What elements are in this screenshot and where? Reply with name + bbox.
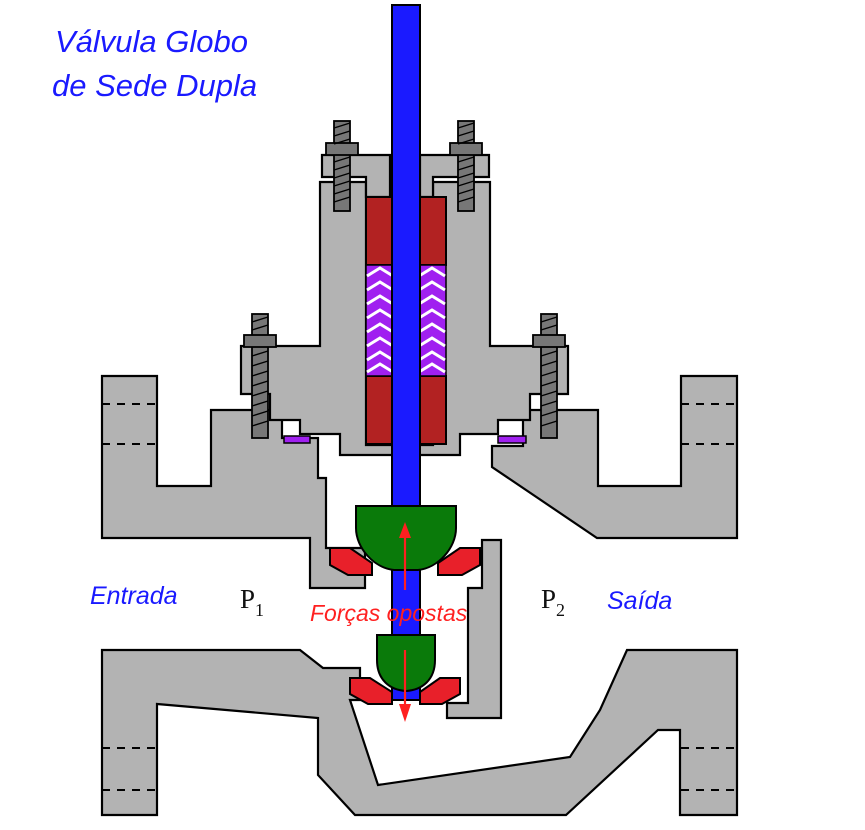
opposing-force-arrows (399, 522, 411, 722)
p1-subscript: 1 (255, 600, 264, 620)
diagram-title-line1: Válvula Globo (55, 24, 248, 59)
opposing-forces-label: Forças opostas (310, 600, 468, 626)
packing-upper-right (417, 196, 447, 266)
body-upper-left (100, 374, 367, 590)
force-arrowhead-down (399, 704, 411, 722)
bonnet-bolts (243, 120, 566, 439)
valve-seats (329, 547, 481, 705)
bolt-lower-right (532, 313, 566, 439)
packing-upper-left (365, 196, 395, 266)
packing-lower-left (365, 375, 395, 445)
outlet-label: Saída (607, 587, 672, 615)
body-cage-right (445, 538, 503, 720)
upper-seat-left (329, 547, 373, 576)
diagram-title-line2: de Sede Dupla (52, 68, 257, 103)
bolt-upper-left (325, 120, 359, 212)
p2-subscript: 2 (556, 600, 565, 620)
bolt-lower-left (243, 313, 277, 439)
bonnet-gasket-left (283, 435, 311, 444)
inlet-label: Entrada (90, 582, 178, 610)
bolt-upper-right (449, 120, 483, 212)
lower-seat-left (349, 677, 393, 705)
packing-lower-right (417, 375, 447, 445)
p1-letter: P (240, 584, 255, 614)
pressure-p2-label: P2 (541, 584, 565, 620)
upper-seat-right (437, 547, 481, 576)
force-arrowhead-up (399, 522, 411, 538)
bonnet-gasket-right (497, 435, 527, 444)
valve-stem (391, 4, 421, 701)
lower-seat-right (419, 677, 461, 705)
p2-letter: P (541, 584, 556, 614)
pressure-p1-label: P1 (240, 584, 264, 620)
